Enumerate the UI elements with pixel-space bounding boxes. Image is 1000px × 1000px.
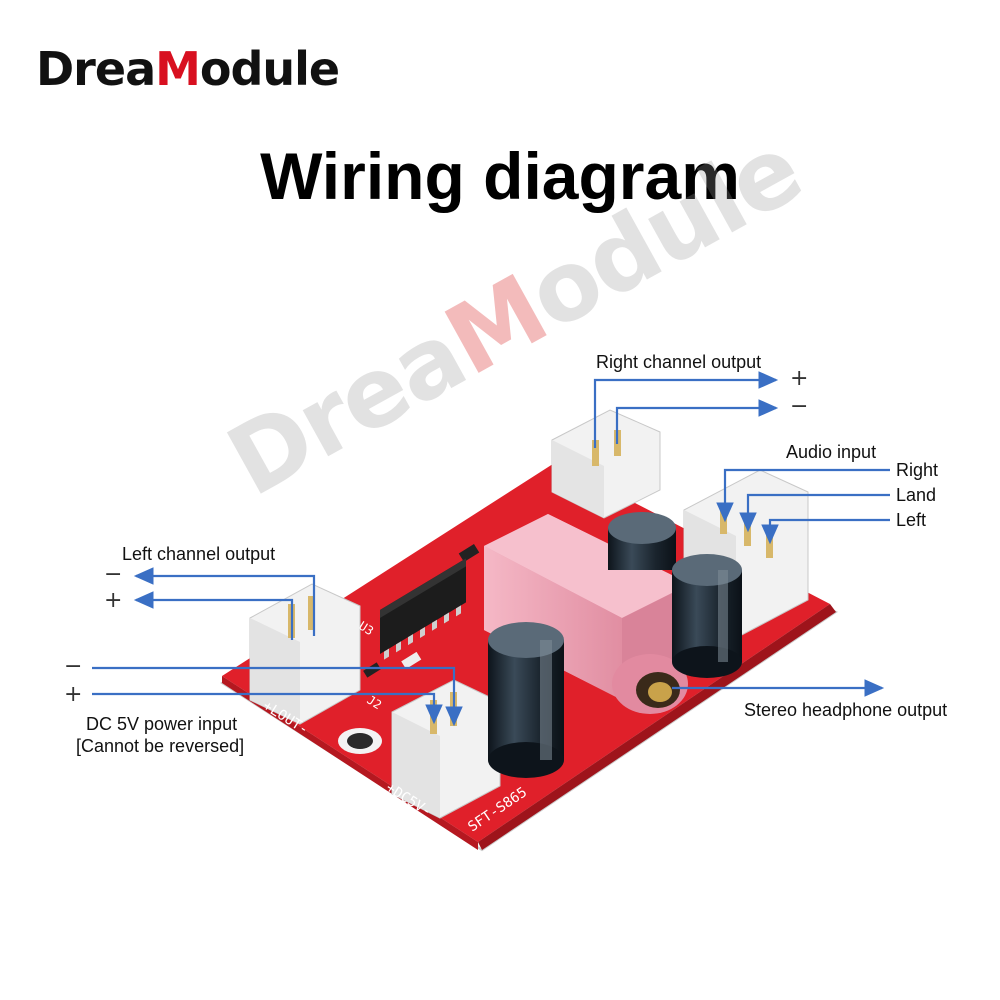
label-right-channel-output: Right channel output xyxy=(596,352,762,372)
arrow-audio-left xyxy=(761,518,890,545)
sign-left-minus: − xyxy=(104,562,123,587)
brand-logo: DreaModule xyxy=(36,42,340,96)
label-stereo-output: Stereo headphone output xyxy=(744,700,948,720)
right-output-connector xyxy=(551,409,661,519)
label-audio-land: Land xyxy=(896,485,937,505)
logo-text-accent: M xyxy=(155,42,201,96)
label-audio-left: Left xyxy=(896,510,927,530)
sign-power-minus: − xyxy=(64,654,83,679)
arrow-right-output-plus xyxy=(593,371,779,448)
silkscreen-u3: U3 xyxy=(356,619,376,639)
arrow-power-plus xyxy=(92,692,443,725)
sign-left-plus: + xyxy=(104,588,123,613)
label-power-note: [Cannot be reversed] xyxy=(76,736,245,756)
power-connector xyxy=(391,679,501,819)
label-audio-input: Audio input xyxy=(786,442,877,462)
page-title: Wiring diagram xyxy=(260,139,740,213)
label-power-input: DC 5V power input xyxy=(86,714,238,734)
capacitor xyxy=(672,554,742,678)
arrow-right-output-minus xyxy=(615,399,779,444)
arrow-power-minus xyxy=(92,666,463,727)
arrow-left-output-minus xyxy=(133,567,316,636)
arrow-left-output-plus xyxy=(133,591,294,640)
logo-text-part: Drea xyxy=(36,42,156,96)
silkscreen-j2: J2 xyxy=(364,693,384,713)
arrow-audio-right xyxy=(716,468,890,523)
logo-text-part-2: odule xyxy=(199,42,340,96)
arrow-audio-land xyxy=(739,493,890,533)
sign-power-plus: + xyxy=(64,682,83,707)
smd-resistor xyxy=(458,543,480,563)
sign-right-minus: − xyxy=(790,394,809,419)
label-audio-right: Right xyxy=(896,460,939,480)
capacitor xyxy=(488,622,564,778)
sign-right-plus: + xyxy=(790,366,809,391)
label-left-channel-output: Left channel output xyxy=(122,544,276,564)
capacitor xyxy=(608,512,676,570)
left-output-connector xyxy=(249,583,361,725)
ic-chip xyxy=(380,558,466,660)
